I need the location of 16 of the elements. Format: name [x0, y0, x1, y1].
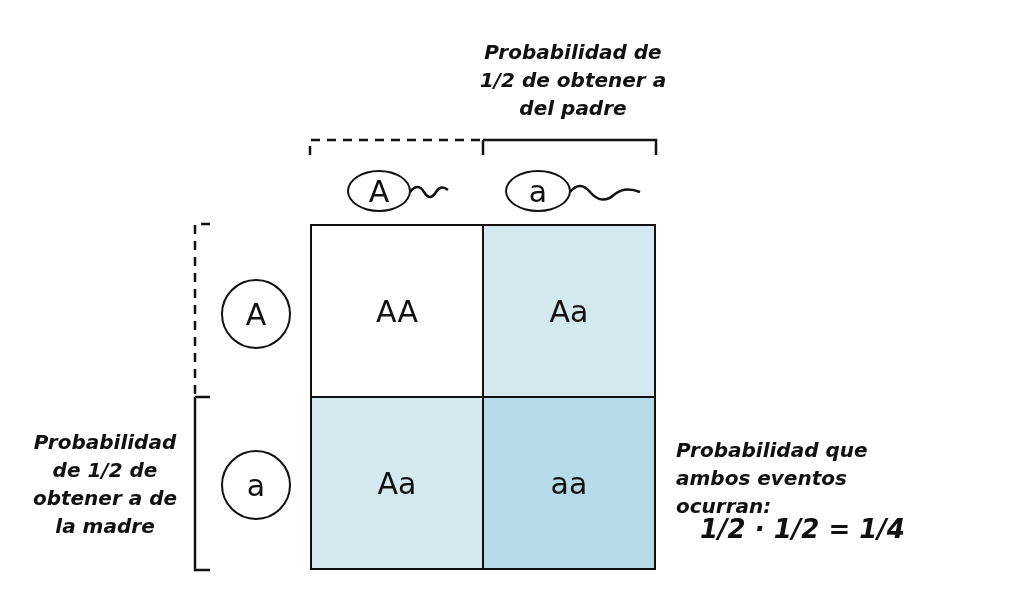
genotype-text: A	[245, 296, 267, 332]
punnett-cell	[310, 224, 484, 398]
equation-text: 1/2 · 1/2 = 1/4	[700, 515, 906, 543]
annotation-text: Probabilidad que ambos eventos ocurran:	[676, 437, 869, 518]
punnett-cell	[482, 396, 656, 570]
punnett-cell	[482, 224, 656, 398]
genotype-text: AA	[376, 293, 418, 329]
genotype-text: Aa	[549, 293, 589, 329]
genotype-text: a	[528, 173, 548, 209]
genotype-text: Aa	[377, 465, 417, 501]
genotype-text: a	[246, 467, 266, 503]
punnett-cell	[310, 396, 484, 570]
annotation-text: Probabilidad de 1/2 de obtener a de la madre	[31, 429, 179, 540]
genotype-text: A	[368, 173, 390, 209]
annotation-text: Probabilidad de 1/2 de obtener a del padre	[478, 39, 668, 122]
genotype-text: aa	[550, 465, 588, 501]
